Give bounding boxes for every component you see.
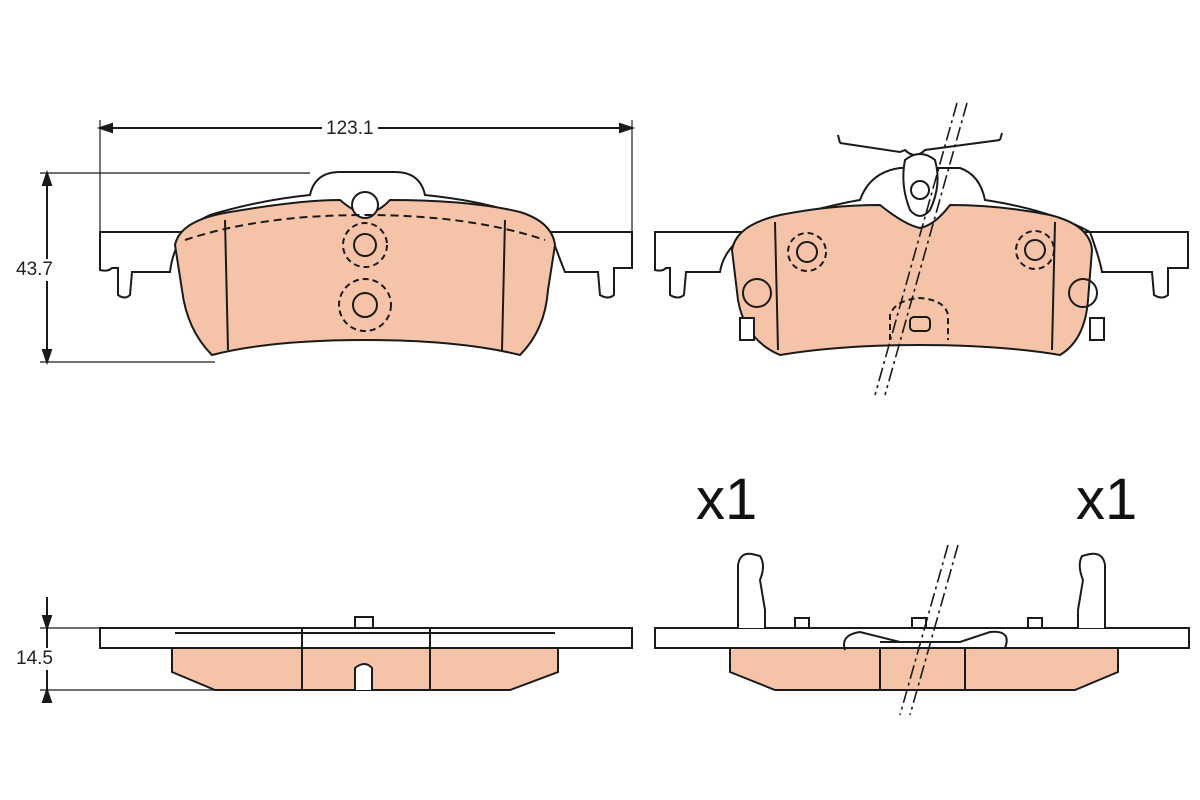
height-dimension — [40, 169, 310, 366]
section-line-top — [874, 102, 968, 396]
thickness-dimension-label: 14.5 — [16, 648, 53, 670]
pad-friction-view — [654, 132, 1189, 357]
height-dimension-label: 43.7 — [16, 259, 53, 281]
quantity-left: x1 — [696, 467, 758, 532]
quantity-right: x1 — [1076, 467, 1138, 532]
width-dimension-label: 123.1 — [322, 118, 378, 140]
section-line-bottom — [899, 544, 959, 716]
pad-side-view-right — [654, 552, 1190, 691]
thickness-dimension — [40, 597, 215, 703]
pad-back-view — [99, 171, 633, 357]
pad-side-view-left — [99, 616, 633, 691]
